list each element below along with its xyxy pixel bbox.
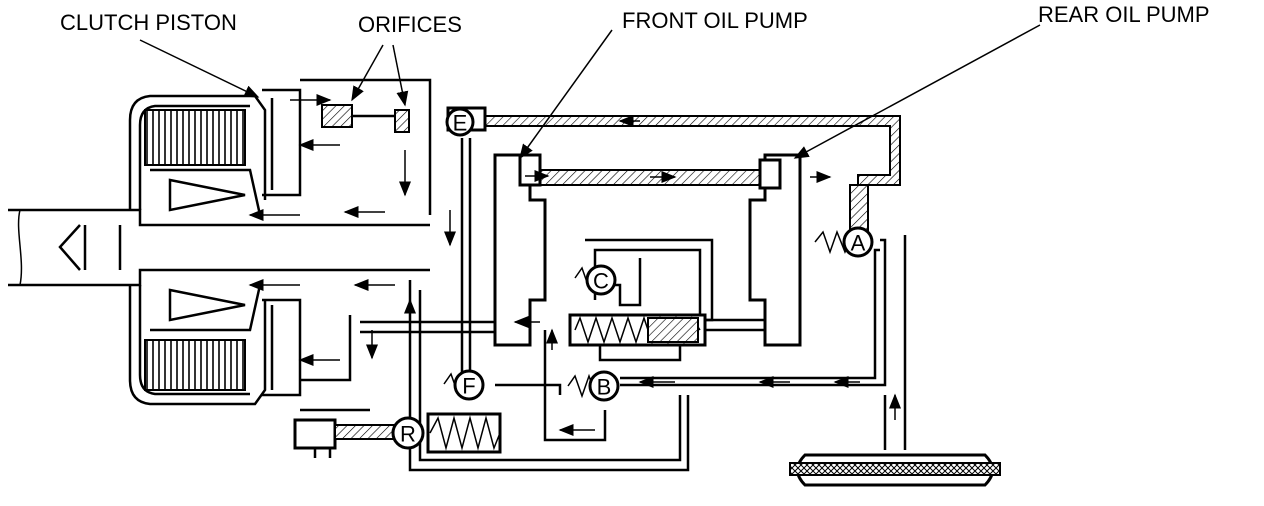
valve-e: E (445, 106, 487, 137)
valve-f: F (443, 369, 485, 401)
rear-oil-pump (748, 153, 802, 347)
front-oil-pump (493, 153, 550, 347)
oil-strainer (789, 453, 1001, 487)
valve-c: C (574, 264, 617, 296)
valve-r: R (391, 412, 502, 454)
label-front-oil-pump: FRONT OIL PUMP (622, 8, 808, 33)
label-rear-oil-pump: REAR OIL PUMP (1038, 2, 1210, 27)
label-clutch-piston: CLUTCH PISTON (60, 10, 237, 35)
valve-f-label: F (462, 374, 475, 399)
regulator-spring (568, 313, 707, 362)
valve-r-label: R (400, 422, 416, 447)
valve-b-label: B (597, 375, 612, 400)
valve-a: A (814, 226, 874, 258)
leader-lines (139, 24, 1041, 160)
valve-e-label: E (453, 111, 468, 136)
clutch-assembly (8, 78, 432, 458)
valve-c-label: C (593, 269, 609, 294)
valve-a-label: A (851, 231, 866, 256)
label-orifices: ORIFICES (358, 12, 462, 37)
valve-b: B (567, 370, 620, 402)
